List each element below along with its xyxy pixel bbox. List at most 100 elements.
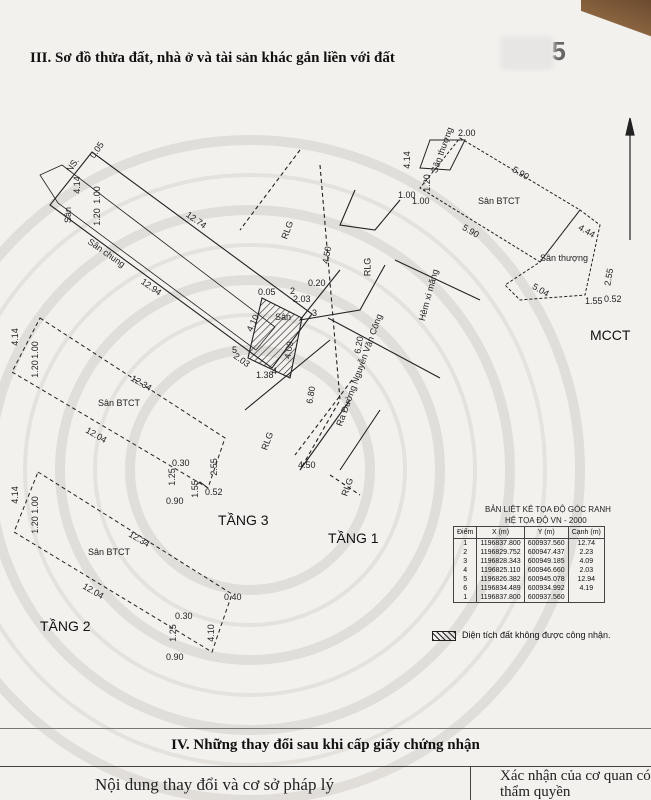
cell: 12.74 [567,538,605,548]
floor2-plan [13,471,233,653]
dim-label: 0.20 [308,278,326,288]
san-label: Sân [275,312,292,322]
cell: 600937.560 [523,538,569,548]
dim-label: 0.90 [166,496,184,506]
floor3-plan [11,317,226,489]
rlg-label: RLG [362,257,373,277]
dim-label: 1.00 [412,196,430,206]
cell: 600937.560 [523,593,569,603]
changes-table [0,766,651,800]
cell: 4.19 [567,584,605,593]
ground-plan [39,149,481,496]
dim-label: 0.05 [258,287,276,297]
col-header: Điểm [452,526,478,539]
dim-label: 0.52 [604,294,622,304]
section3-title: III. Sơ đồ thửa đất, nhà ở và tài sản kh… [30,50,395,66]
north-arrow [625,117,635,240]
cell: 1196829.752 [476,548,525,557]
cell: 1196834.489 [476,584,525,593]
dim-label: 1.20 [29,516,40,534]
dim-label: 1.00 [91,186,102,204]
dim-label: 0.52 [205,487,223,497]
dim-label: 1.20 [421,174,432,192]
dim-label: 4.14 [9,486,20,504]
dim-label: 1.00 [29,341,40,359]
dim-label: 0.40 [224,592,242,602]
dim-label: 2.55 [208,458,219,476]
dim-label: 1.55 [189,480,200,498]
dim-label: 4.14 [71,176,82,194]
cell: 5 [452,575,478,584]
dim-label: 1.38 [256,370,274,380]
cell: 1196828.343 [476,557,525,566]
dim-label: 0.30 [175,611,193,621]
tang2-san-btct: Sân BTCT [88,547,131,557]
dim-label: 1.00 [398,190,416,200]
cell: 12.94 [567,575,605,584]
dim-label: 1.55 [585,296,603,306]
mcct-san-btct: Sân BTCT [478,196,521,206]
table-corner [581,0,651,40]
redaction-blur [500,36,554,70]
cell: 3 [452,557,478,566]
cell: 600946.660 [523,566,569,575]
tang3-san-btct: Sân BTCT [98,398,141,408]
cell: 6 [452,584,478,593]
section4-title: IV. Những thay đổi sau khi cấp giấy chứn… [171,737,480,753]
mcct-label: MCCT [590,327,631,343]
cell: 1196825.110 [476,566,525,575]
cell: 1 [452,593,478,603]
cell: 600947.437 [523,548,569,557]
tang3-label: TẦNG 3 [218,512,269,528]
confirmation-column-header: Xác nhận của cơ quan có thẩm quyền [500,768,651,800]
dim-label: 1.20 [29,360,40,378]
dim-label: 0.30 [172,458,190,468]
unrecognized-area [247,297,303,379]
legend: Diện tích đất không được công nhận. [432,630,611,641]
table-divider [470,766,471,800]
point-label: 4 [272,366,278,376]
dim-label: 4.10 [205,624,216,642]
changes-column-header: Nội dung thay đổi và cơ sở pháp lý [95,775,334,794]
cell: 4 [452,566,478,575]
cell: 1196837.800 [476,593,525,603]
cell: 2.03 [567,566,605,575]
hatch-swatch [432,630,456,641]
col-header: Y (m) [523,526,569,539]
san-label: Sân [63,206,74,224]
cell: 1196826.382 [476,575,525,584]
coord-table-subtitle: HỆ TỌA ĐỘ VN - 2000 [505,516,587,525]
cell: 600945.078 [523,575,569,584]
tang2-label: TẦNG 2 [40,618,91,634]
dim-label: 4.14 [9,328,20,346]
dim-label: 4.14 [401,151,412,169]
cell: 1 [452,538,478,548]
point-label: 5 [232,345,238,355]
watermark-drum [0,135,585,800]
legend-text: Diện tích đất không được công nhận. [462,630,611,640]
coord-table-title: BẢN LIỆT KÊ TỌA ĐỘ GÓC RANH [485,505,611,514]
dim-label: 1.20 [91,208,102,226]
dim-label: 1.00 [29,496,40,514]
mcct-san-thuong: Sân thượng [540,253,588,263]
mcct-plan [419,137,601,301]
cell: 2 [452,548,478,557]
dim-label: 2.03 [293,294,311,304]
tang1-label: TẦNG 1 [328,530,379,546]
point-label: 3 [312,308,318,318]
col-header: X (m) [476,526,525,539]
cell: 600934.992 [523,584,569,593]
col-header: Cạnh (m) [567,526,605,539]
cell: 1196837.800 [476,538,525,548]
dim-label: 0.90 [166,652,184,662]
dim-label: 1.25 [167,624,178,642]
dim-label: 4.50 [298,460,316,470]
